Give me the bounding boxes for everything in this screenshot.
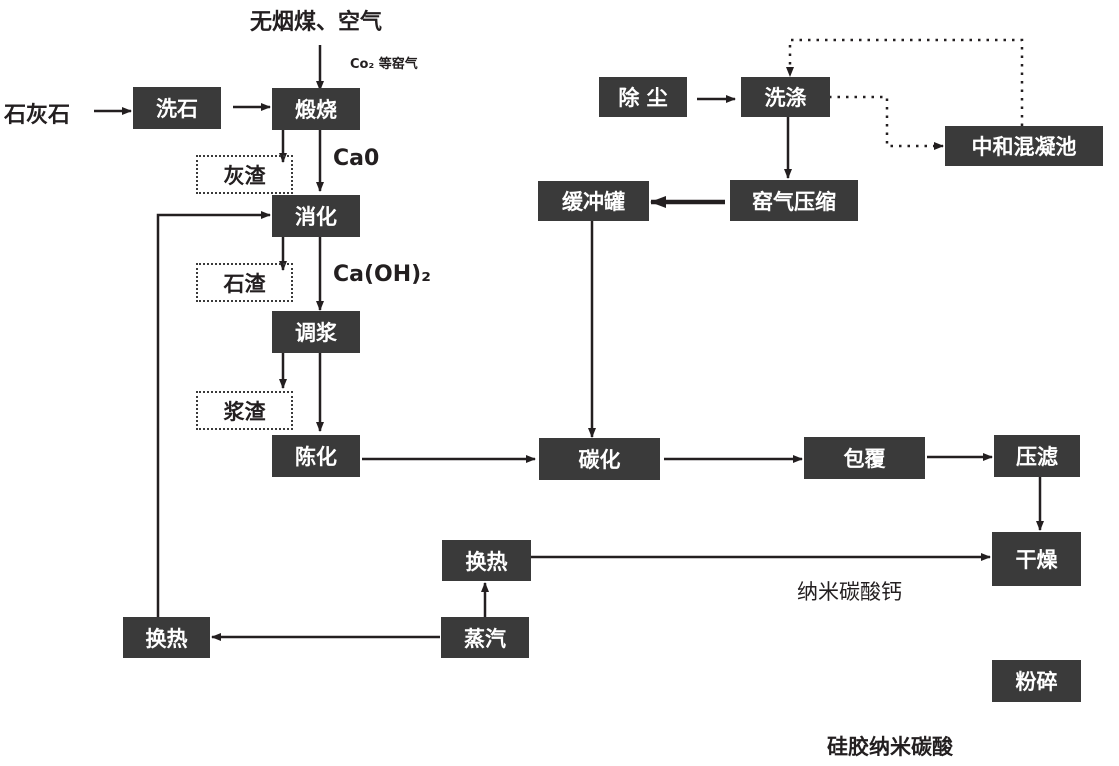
nano-caco3-label: 纳米碳酸钙 xyxy=(797,580,902,604)
arrow-left-heat-to-slake xyxy=(156,211,271,617)
box-dry: 干燥 xyxy=(992,532,1081,586)
box-filter-press: 压滤 xyxy=(994,435,1080,477)
silica-gel-nano-label: 硅胶纳米碳酸 xyxy=(827,735,953,759)
box-wash-stone: 洗石 xyxy=(133,87,221,129)
box-aging: 陈化 xyxy=(272,435,360,477)
box-dedust: 除 尘 xyxy=(599,77,687,117)
box-coating: 包覆 xyxy=(804,437,925,479)
box-buffer-tank: 缓冲罐 xyxy=(538,181,649,221)
dotted-neutralize-to-wash xyxy=(786,38,1024,126)
box-slurry-residue: 浆渣 xyxy=(196,391,293,430)
box-gas-wash: 洗涤 xyxy=(741,77,830,117)
box-heat-exchange-top: 换热 xyxy=(442,540,531,581)
box-carbonize: 碳化 xyxy=(539,438,660,480)
cao-label: Ca0 xyxy=(333,146,380,171)
box-steam: 蒸汽 xyxy=(441,617,529,658)
co2-kiln-gas-label: Co₂ 等窑气 xyxy=(350,57,418,72)
box-neutralize-tank: 中和混凝池 xyxy=(945,126,1103,166)
box-stone-residue: 石渣 xyxy=(196,263,293,302)
box-kiln-gas-compress: 窑气压缩 xyxy=(730,180,858,221)
box-crush: 粉碎 xyxy=(992,660,1081,702)
box-ash-residue: 灰渣 xyxy=(196,155,293,194)
box-slake: 消化 xyxy=(272,195,360,237)
caoh2-label: Ca(OH)₂ xyxy=(333,262,431,287)
box-heat-exchange-left: 换热 xyxy=(123,617,210,658)
limestone-label: 石灰石 xyxy=(4,103,71,128)
anthracite-air-label: 无烟煤、空气 xyxy=(250,10,383,35)
dotted-wash-to-neutralize xyxy=(829,95,944,150)
box-calcine: 煅烧 xyxy=(272,88,360,130)
box-slurry: 调浆 xyxy=(272,311,360,353)
